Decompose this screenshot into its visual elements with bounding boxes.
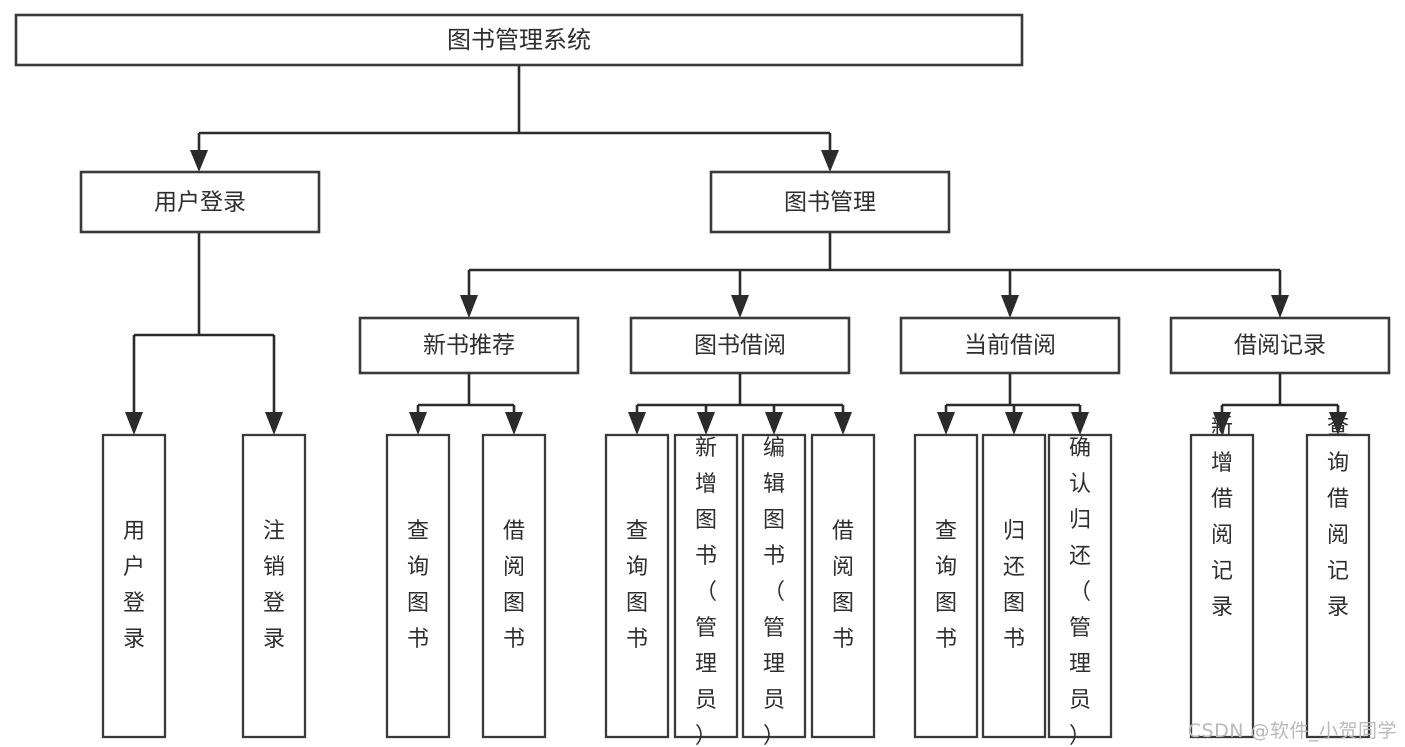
leaf-borrow-edit-book-box xyxy=(741,433,807,739)
leaf-user-login-logout[interactable]: 注销登录 xyxy=(241,433,307,739)
leaf-current-query-book-box xyxy=(913,433,979,739)
leaf-user-login-logout-label: 注销登录 xyxy=(263,519,285,652)
leaf-borrow-add-book-label: 新增图书（管理员） xyxy=(695,436,717,747)
node-book-manage-box xyxy=(709,170,951,234)
leaf-borrow-query-book[interactable]: 查询图书 xyxy=(604,433,670,739)
node-book-manage-label: 图书管理 xyxy=(784,190,876,216)
node-user-login[interactable]: 用户登录 xyxy=(79,170,321,234)
arrow-borrow-leaf-2 xyxy=(697,412,715,435)
leaf-recommend-query-book-label: 查询图书 xyxy=(407,519,429,652)
node-borrow-record-label: 借阅记录 xyxy=(1234,333,1326,359)
node-root-label: 图书管理系统 xyxy=(447,26,591,54)
node-current-borrow-label: 当前借阅 xyxy=(964,333,1056,359)
node-user-login-box xyxy=(79,170,321,234)
leaf-current-confirm-return-label: 确认归还（管理员） xyxy=(1069,436,1091,747)
leaf-record-add-record-box xyxy=(1189,433,1255,739)
node-new-book-recommend-box xyxy=(358,316,580,375)
node-current-borrow[interactable]: 当前借阅 xyxy=(899,316,1121,375)
leaf-user-login-login-label: 用户登录 xyxy=(123,519,145,652)
node-borrow-record[interactable]: 借阅记录 xyxy=(1169,316,1391,375)
connector-layer xyxy=(125,65,1347,435)
leaf-recommend-borrow-book-label: 借阅图书 xyxy=(503,519,525,652)
node-new-book-recommend-label: 新书推荐 xyxy=(423,333,515,359)
arrow-recommend-leaf-2 xyxy=(505,412,523,435)
arrow-user-login-leaf-1 xyxy=(125,412,143,435)
node-book-borrow-label: 图书借阅 xyxy=(694,333,786,359)
leaf-user-login-logout-box xyxy=(241,433,307,739)
arrow-book-manage-child-1 xyxy=(460,295,478,318)
leaf-recommend-query-book-box xyxy=(385,433,451,739)
leaf-borrow-add-book[interactable]: 新增图书（管理员） xyxy=(673,433,739,747)
node-book-borrow[interactable]: 图书借阅 xyxy=(629,316,851,375)
leaf-current-confirm-return[interactable]: 确认归还（管理员） xyxy=(1047,433,1113,747)
arrow-borrow-leaf-4 xyxy=(834,412,852,435)
leaf-borrow-borrow-book-box xyxy=(810,433,876,739)
arrow-borrow-leaf-1 xyxy=(628,412,646,435)
leaf-borrow-borrow-book[interactable]: 借阅图书 xyxy=(810,433,876,739)
leaf-current-query-book-label: 查询图书 xyxy=(935,519,957,652)
leaf-record-add-record[interactable]: 新增借阅记录 xyxy=(1189,415,1255,739)
leaf-record-query-record-box xyxy=(1305,433,1371,739)
arrow-book-manage-child-4 xyxy=(1271,295,1289,318)
arrow-root-to-book-manage xyxy=(821,150,839,172)
arrow-current-leaf-1 xyxy=(937,412,955,435)
leaf-borrow-edit-book[interactable]: 编辑图书（管理员） xyxy=(741,433,807,747)
arrow-root-to-user-login xyxy=(190,150,208,172)
node-new-book-recommend[interactable]: 新书推荐 xyxy=(358,316,580,375)
arrow-current-leaf-2 xyxy=(1005,412,1023,435)
leaf-current-return-book-label: 归还图书 xyxy=(1003,519,1025,652)
node-user-login-label: 用户登录 xyxy=(154,190,246,216)
node-root-system[interactable]: 图书管理系统 xyxy=(14,13,1024,67)
leaf-borrow-add-book-box xyxy=(673,433,739,739)
arrow-record-leaf-1 xyxy=(1213,412,1231,435)
node-current-borrow-box xyxy=(899,316,1121,375)
arrow-book-manage-child-2 xyxy=(731,295,749,318)
leaf-current-return-book[interactable]: 归还图书 xyxy=(981,433,1047,739)
leaf-recommend-query-book[interactable]: 查询图书 xyxy=(385,433,451,739)
node-book-borrow-box xyxy=(629,316,851,375)
leaf-record-add-record-label: 新增借阅记录 xyxy=(1211,415,1233,620)
arrow-record-leaf-2 xyxy=(1329,412,1347,435)
leaf-recommend-borrow-book-box xyxy=(481,433,547,739)
csdn-watermark: CSDN @软件_小贺同学 xyxy=(1187,720,1397,742)
arrow-borrow-leaf-3 xyxy=(765,412,783,435)
leaf-borrow-edit-book-label: 编辑图书（管理员） xyxy=(763,436,785,747)
leaf-user-login-login[interactable]: 用户登录 xyxy=(101,433,167,739)
node-root-box xyxy=(14,13,1024,67)
leaf-borrow-borrow-book-label: 借阅图书 xyxy=(832,519,854,652)
leaf-record-query-record[interactable]: 查询借阅记录 xyxy=(1305,415,1371,739)
arrow-current-leaf-3 xyxy=(1071,412,1089,435)
node-book-manage[interactable]: 图书管理 xyxy=(709,170,951,234)
leaf-current-confirm-return-box xyxy=(1047,433,1113,739)
leaf-current-query-book[interactable]: 查询图书 xyxy=(913,433,979,739)
leaf-user-login-login-box xyxy=(101,433,167,739)
leaf-borrow-query-book-label: 查询图书 xyxy=(626,519,648,652)
node-borrow-record-box xyxy=(1169,316,1391,375)
leaf-borrow-query-book-box xyxy=(604,433,670,739)
leaf-current-return-book-box xyxy=(981,433,1047,739)
arrow-recommend-leaf-1 xyxy=(409,412,427,435)
leaf-recommend-borrow-book[interactable]: 借阅图书 xyxy=(481,433,547,739)
leaf-record-query-record-label: 查询借阅记录 xyxy=(1327,415,1349,620)
arrow-user-login-leaf-2 xyxy=(265,412,283,435)
arrow-book-manage-child-3 xyxy=(1001,295,1019,318)
